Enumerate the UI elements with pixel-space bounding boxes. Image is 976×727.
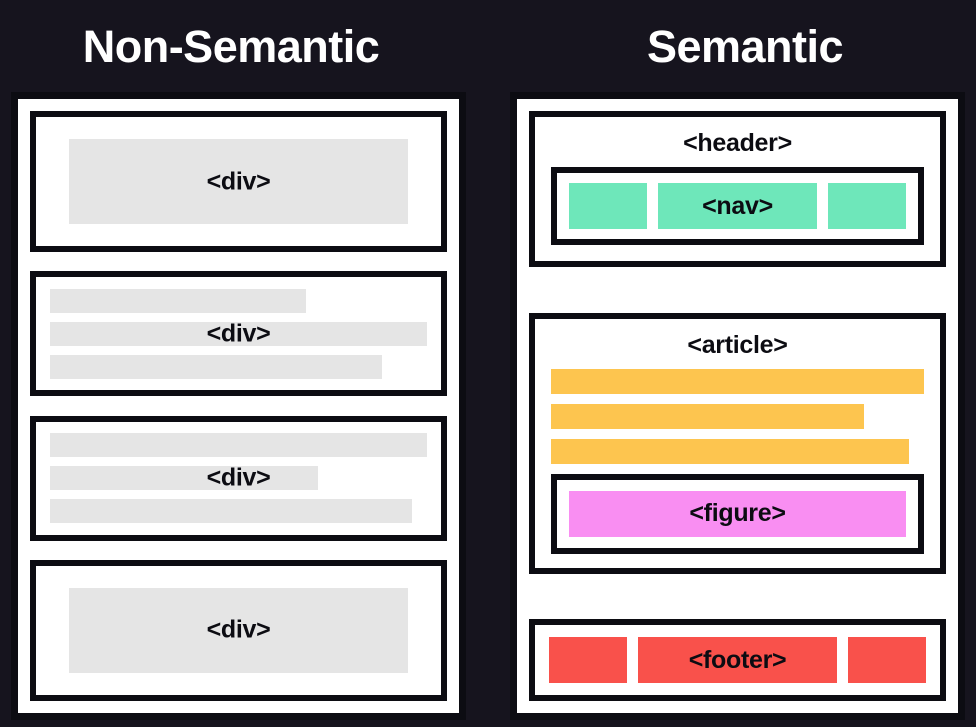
placeholder-bar bbox=[50, 499, 412, 524]
column-heading-semantic: Semantic bbox=[646, 20, 844, 72]
semantic-panel: <header> <nav> <article> bbox=[510, 92, 965, 720]
non-semantic-panel: <div> <div> <div> <div> bbox=[11, 92, 466, 720]
footer-chip-center: <footer> bbox=[638, 637, 837, 683]
nav-chip-center: <nav> bbox=[658, 183, 817, 229]
column-heading-non-semantic: Non-Semantic bbox=[82, 20, 380, 72]
placeholder-bar bbox=[68, 587, 409, 673]
article-text-bar bbox=[551, 368, 924, 394]
nav-chip-left bbox=[569, 183, 647, 229]
placeholder-bar bbox=[68, 139, 409, 224]
tag-label-nav: <nav> bbox=[702, 191, 773, 220]
footer-chip-row: <footer> bbox=[549, 637, 926, 683]
footer-chip-left bbox=[549, 637, 627, 683]
placeholder-bar bbox=[50, 433, 427, 458]
column-headings: Non-Semantic Semantic bbox=[0, 0, 976, 92]
header-block: <header> <nav> bbox=[529, 111, 946, 267]
placeholder-bar bbox=[50, 466, 318, 491]
div-block-3: <div> bbox=[30, 415, 447, 541]
nav-block: <nav> bbox=[551, 167, 924, 245]
tag-label-header: <header> bbox=[683, 129, 792, 157]
tag-label-footer: <footer> bbox=[688, 645, 787, 674]
figure-block: <figure> bbox=[551, 473, 924, 554]
nav-chip-right bbox=[828, 183, 906, 229]
placeholder-bar bbox=[50, 354, 382, 379]
div-block-2: <div> bbox=[30, 271, 447, 397]
div-block-1: <div> bbox=[30, 111, 447, 252]
footer-block: <footer> bbox=[529, 619, 946, 701]
article-text-bar bbox=[551, 438, 910, 464]
placeholder-bar bbox=[50, 321, 427, 346]
nav-chip-row: <nav> bbox=[569, 183, 906, 229]
div-block-4: <div> bbox=[30, 559, 447, 701]
tag-label-figure: <figure> bbox=[569, 490, 906, 537]
article-text-bar bbox=[551, 403, 865, 429]
footer-chip-right bbox=[848, 637, 926, 683]
article-block: <article> <figure> bbox=[529, 312, 946, 574]
placeholder-bar bbox=[50, 288, 307, 313]
panels-row: <div> <div> <div> <div> bbox=[0, 92, 976, 727]
tag-label-article: <article> bbox=[687, 330, 788, 359]
